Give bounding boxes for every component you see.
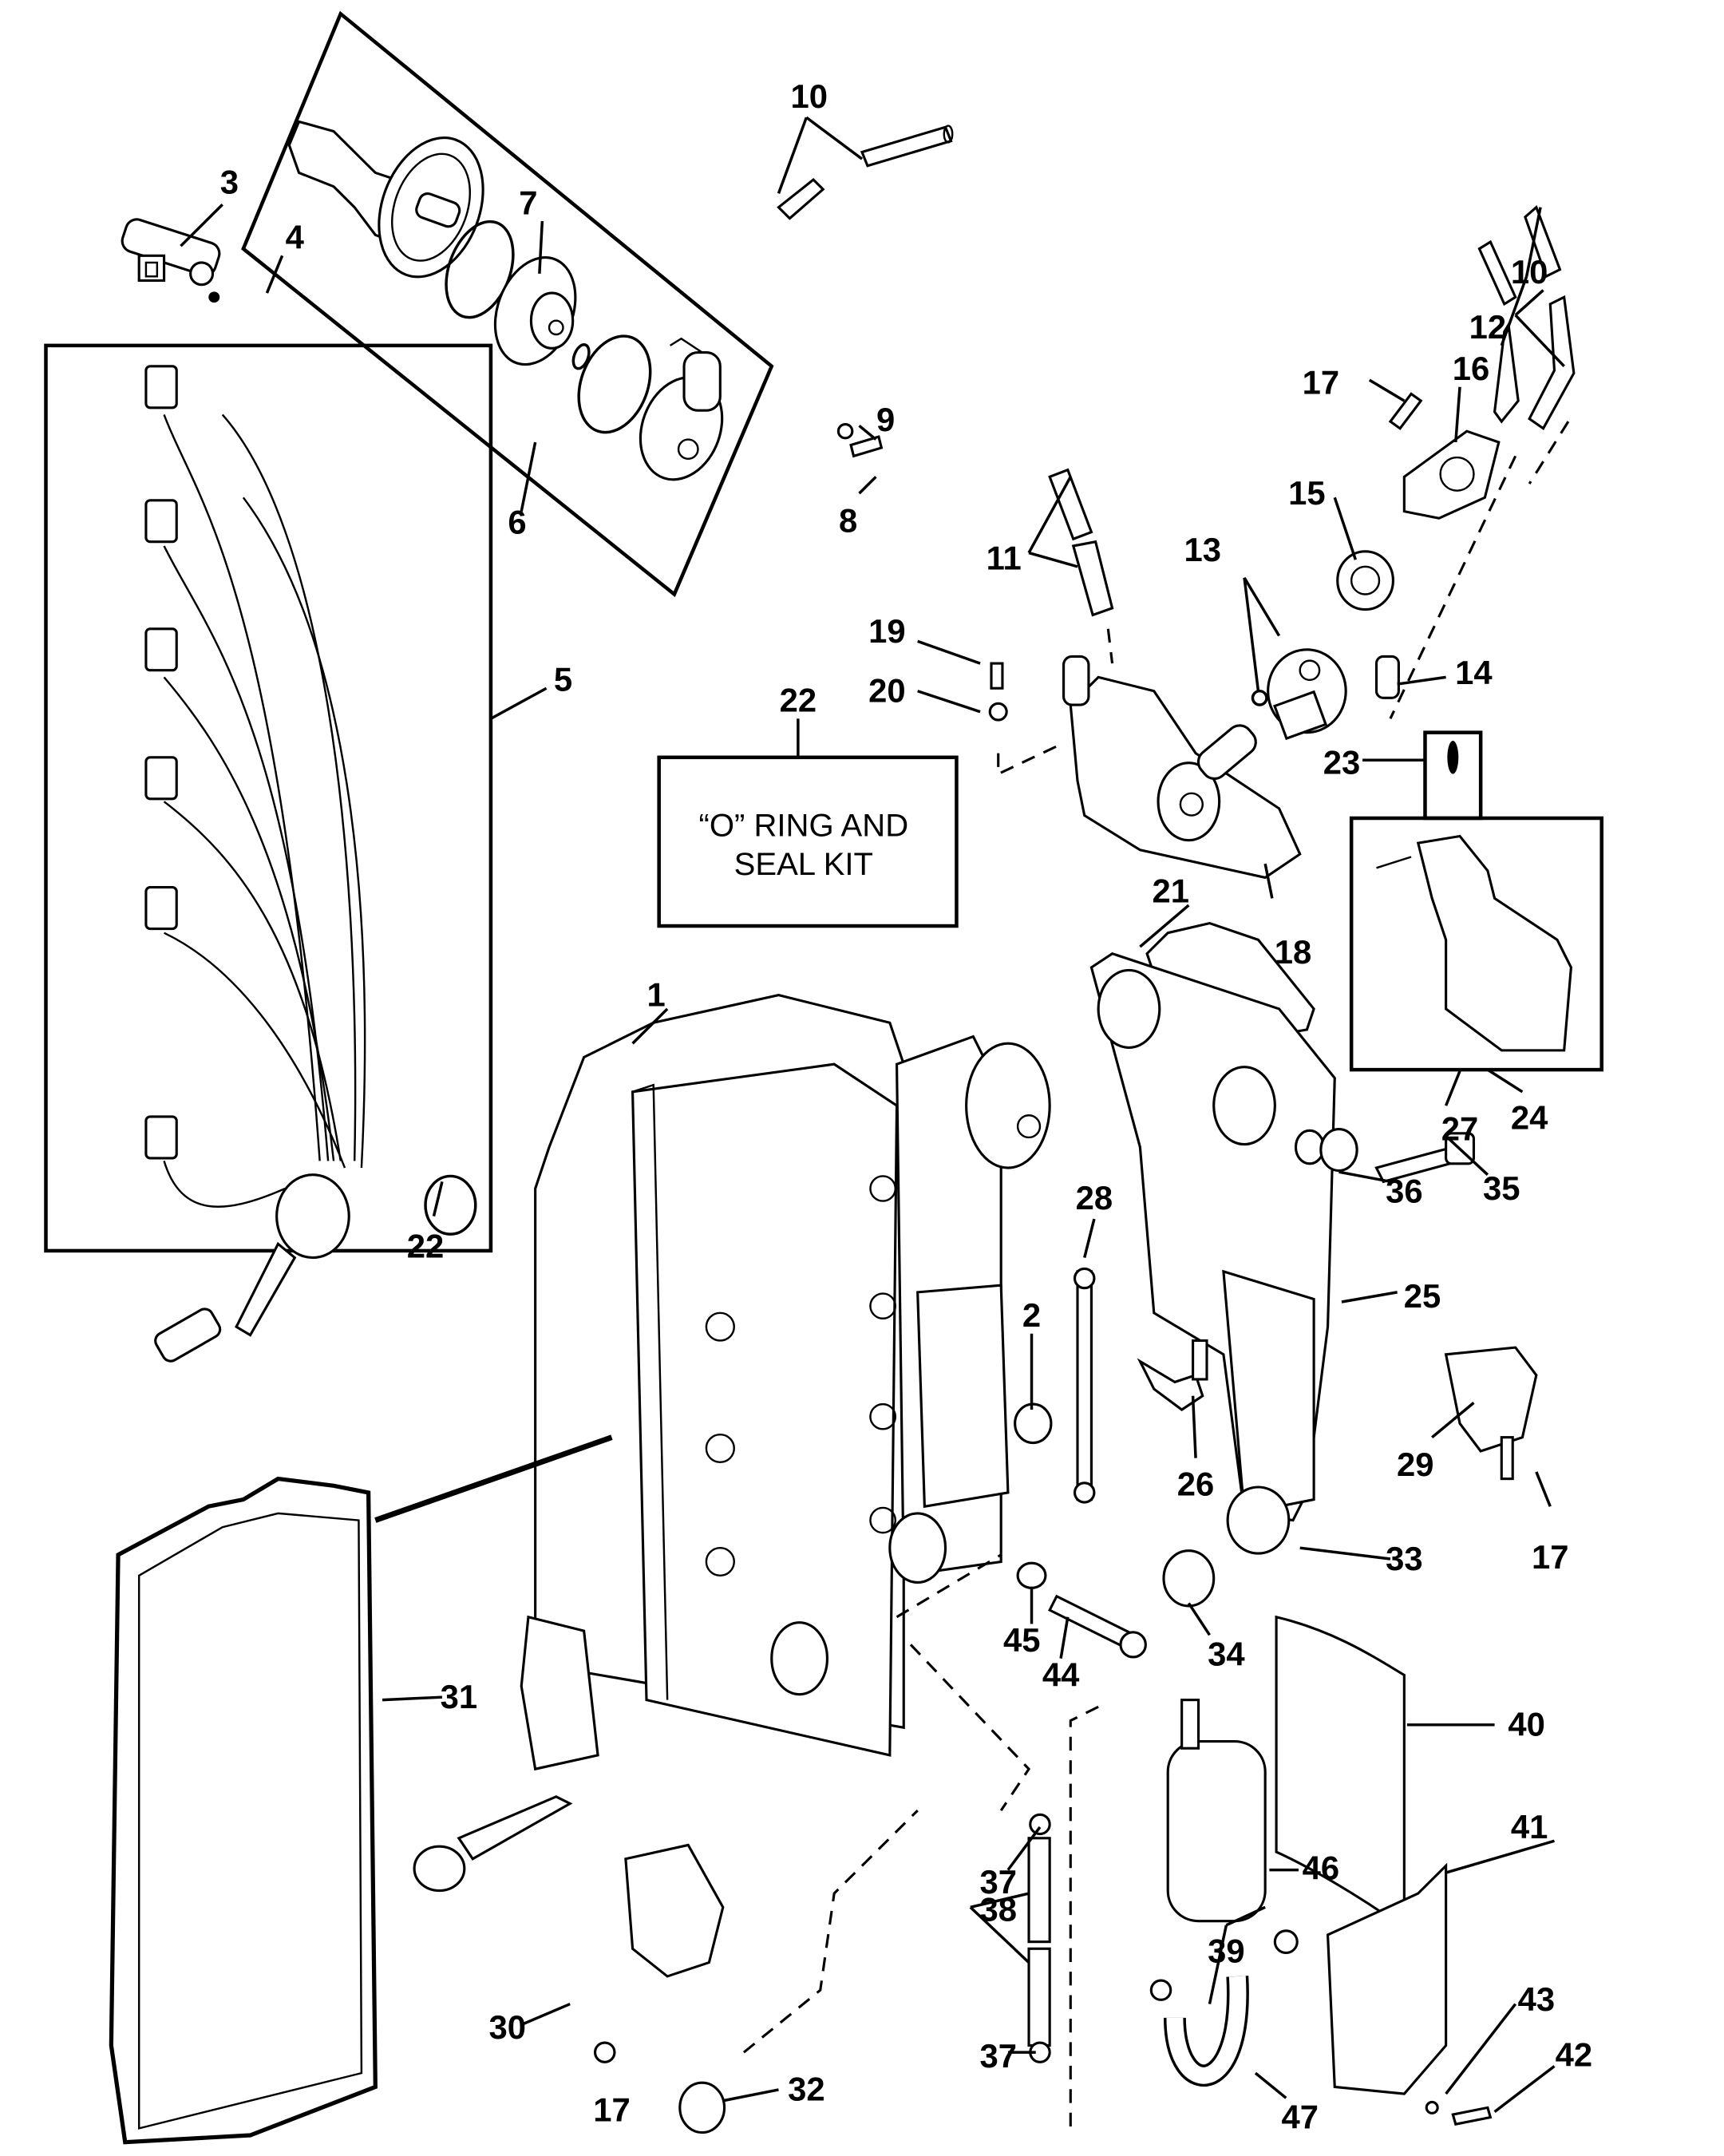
callout-37-top: 37: [979, 1863, 1016, 1901]
callouts: 1 2 3 4 5 6 7 8 9 10 10 11 12 13 14 15 1…: [220, 77, 1592, 2135]
callout-14: 14: [1455, 654, 1492, 691]
callout-17-top: 17: [1303, 364, 1339, 402]
callout-3: 3: [220, 164, 239, 201]
callout-21: 21: [1152, 872, 1188, 910]
callout-24: 24: [1511, 1099, 1548, 1137]
callout-31: 31: [441, 1678, 477, 1715]
callout-16: 16: [1453, 350, 1489, 387]
callout-23: 23: [1323, 744, 1360, 781]
callout-26: 26: [1177, 1466, 1214, 1503]
callout-22-kit: 22: [780, 682, 817, 719]
main-block-assembly: [374, 994, 1051, 1893]
callout-47: 47: [1281, 2098, 1318, 2135]
callout-17-bottom: 17: [593, 2091, 630, 2129]
fuel-pump-and-hoses: [1027, 1699, 1299, 2136]
callout-22-harness: 22: [407, 1228, 444, 1265]
callout-36: 36: [1386, 1172, 1422, 1209]
sensor-detail-box: [1349, 730, 1603, 1094]
callout-13: 13: [1184, 531, 1221, 568]
callout-42: 42: [1556, 2036, 1592, 2074]
callout-9: 9: [876, 401, 895, 438]
callout-7: 7: [519, 184, 537, 221]
small-parts-middle: [1014, 1267, 1538, 1504]
callout-35: 35: [1483, 1169, 1520, 1207]
callout-10-top: 10: [791, 77, 828, 115]
fuel-pressure-regulator-group: [1251, 205, 1576, 741]
shield-parts: [1275, 1615, 1493, 2126]
callout-38: 38: [979, 1891, 1016, 1929]
fuel-rail-kit-box: [241, 10, 884, 598]
callout-32: 32: [788, 2071, 824, 2108]
kit-box-line1: “O” RING AND: [699, 809, 909, 844]
throttle-body: [988, 468, 1302, 880]
kit-box-line2: SEAL KIT: [734, 847, 873, 882]
callout-11: 11: [987, 539, 1022, 576]
sensor-30-and-bushing-32: [593, 1810, 919, 2134]
callout-30: 30: [489, 2008, 526, 2046]
callout-46: 46: [1303, 1849, 1339, 1887]
callout-17-right: 17: [1532, 1538, 1568, 1576]
gasket-31: [109, 1476, 378, 2145]
leader-lines: [180, 116, 1565, 2113]
callout-5: 5: [554, 661, 572, 698]
callout-40: 40: [1508, 1706, 1544, 1743]
callout-25: 25: [1404, 1277, 1441, 1315]
callout-29: 29: [1397, 1446, 1433, 1483]
callout-37-bottom: 37: [979, 2037, 1016, 2075]
callout-1: 1: [647, 976, 666, 1014]
callout-12: 12: [1469, 308, 1506, 346]
wiring-harness-box: [44, 343, 493, 1363]
callout-33: 33: [1386, 1540, 1422, 1577]
callout-4: 4: [286, 219, 304, 256]
callout-15: 15: [1288, 474, 1325, 512]
callout-27: 27: [1441, 1110, 1478, 1148]
callout-2: 2: [1022, 1296, 1041, 1334]
callout-18: 18: [1275, 933, 1311, 971]
fuel-hoses-10: [777, 125, 954, 220]
callout-20: 20: [868, 672, 905, 710]
callout-19: 19: [868, 612, 905, 650]
callout-6: 6: [508, 503, 526, 540]
callout-34: 34: [1208, 1635, 1244, 1672]
callout-41: 41: [1511, 1808, 1548, 1845]
callout-8: 8: [839, 502, 857, 540]
callout-28: 28: [1076, 1179, 1113, 1216]
callout-45: 45: [1003, 1621, 1040, 1659]
callout-10-right: 10: [1511, 253, 1548, 291]
callout-39: 39: [1208, 1932, 1244, 1970]
cover-plate: [1089, 951, 1476, 1555]
callout-43: 43: [1518, 1980, 1555, 2018]
fuel-injector: [121, 218, 221, 303]
o-ring-seal-kit-box: [657, 718, 959, 928]
callout-44: 44: [1042, 1656, 1079, 1693]
